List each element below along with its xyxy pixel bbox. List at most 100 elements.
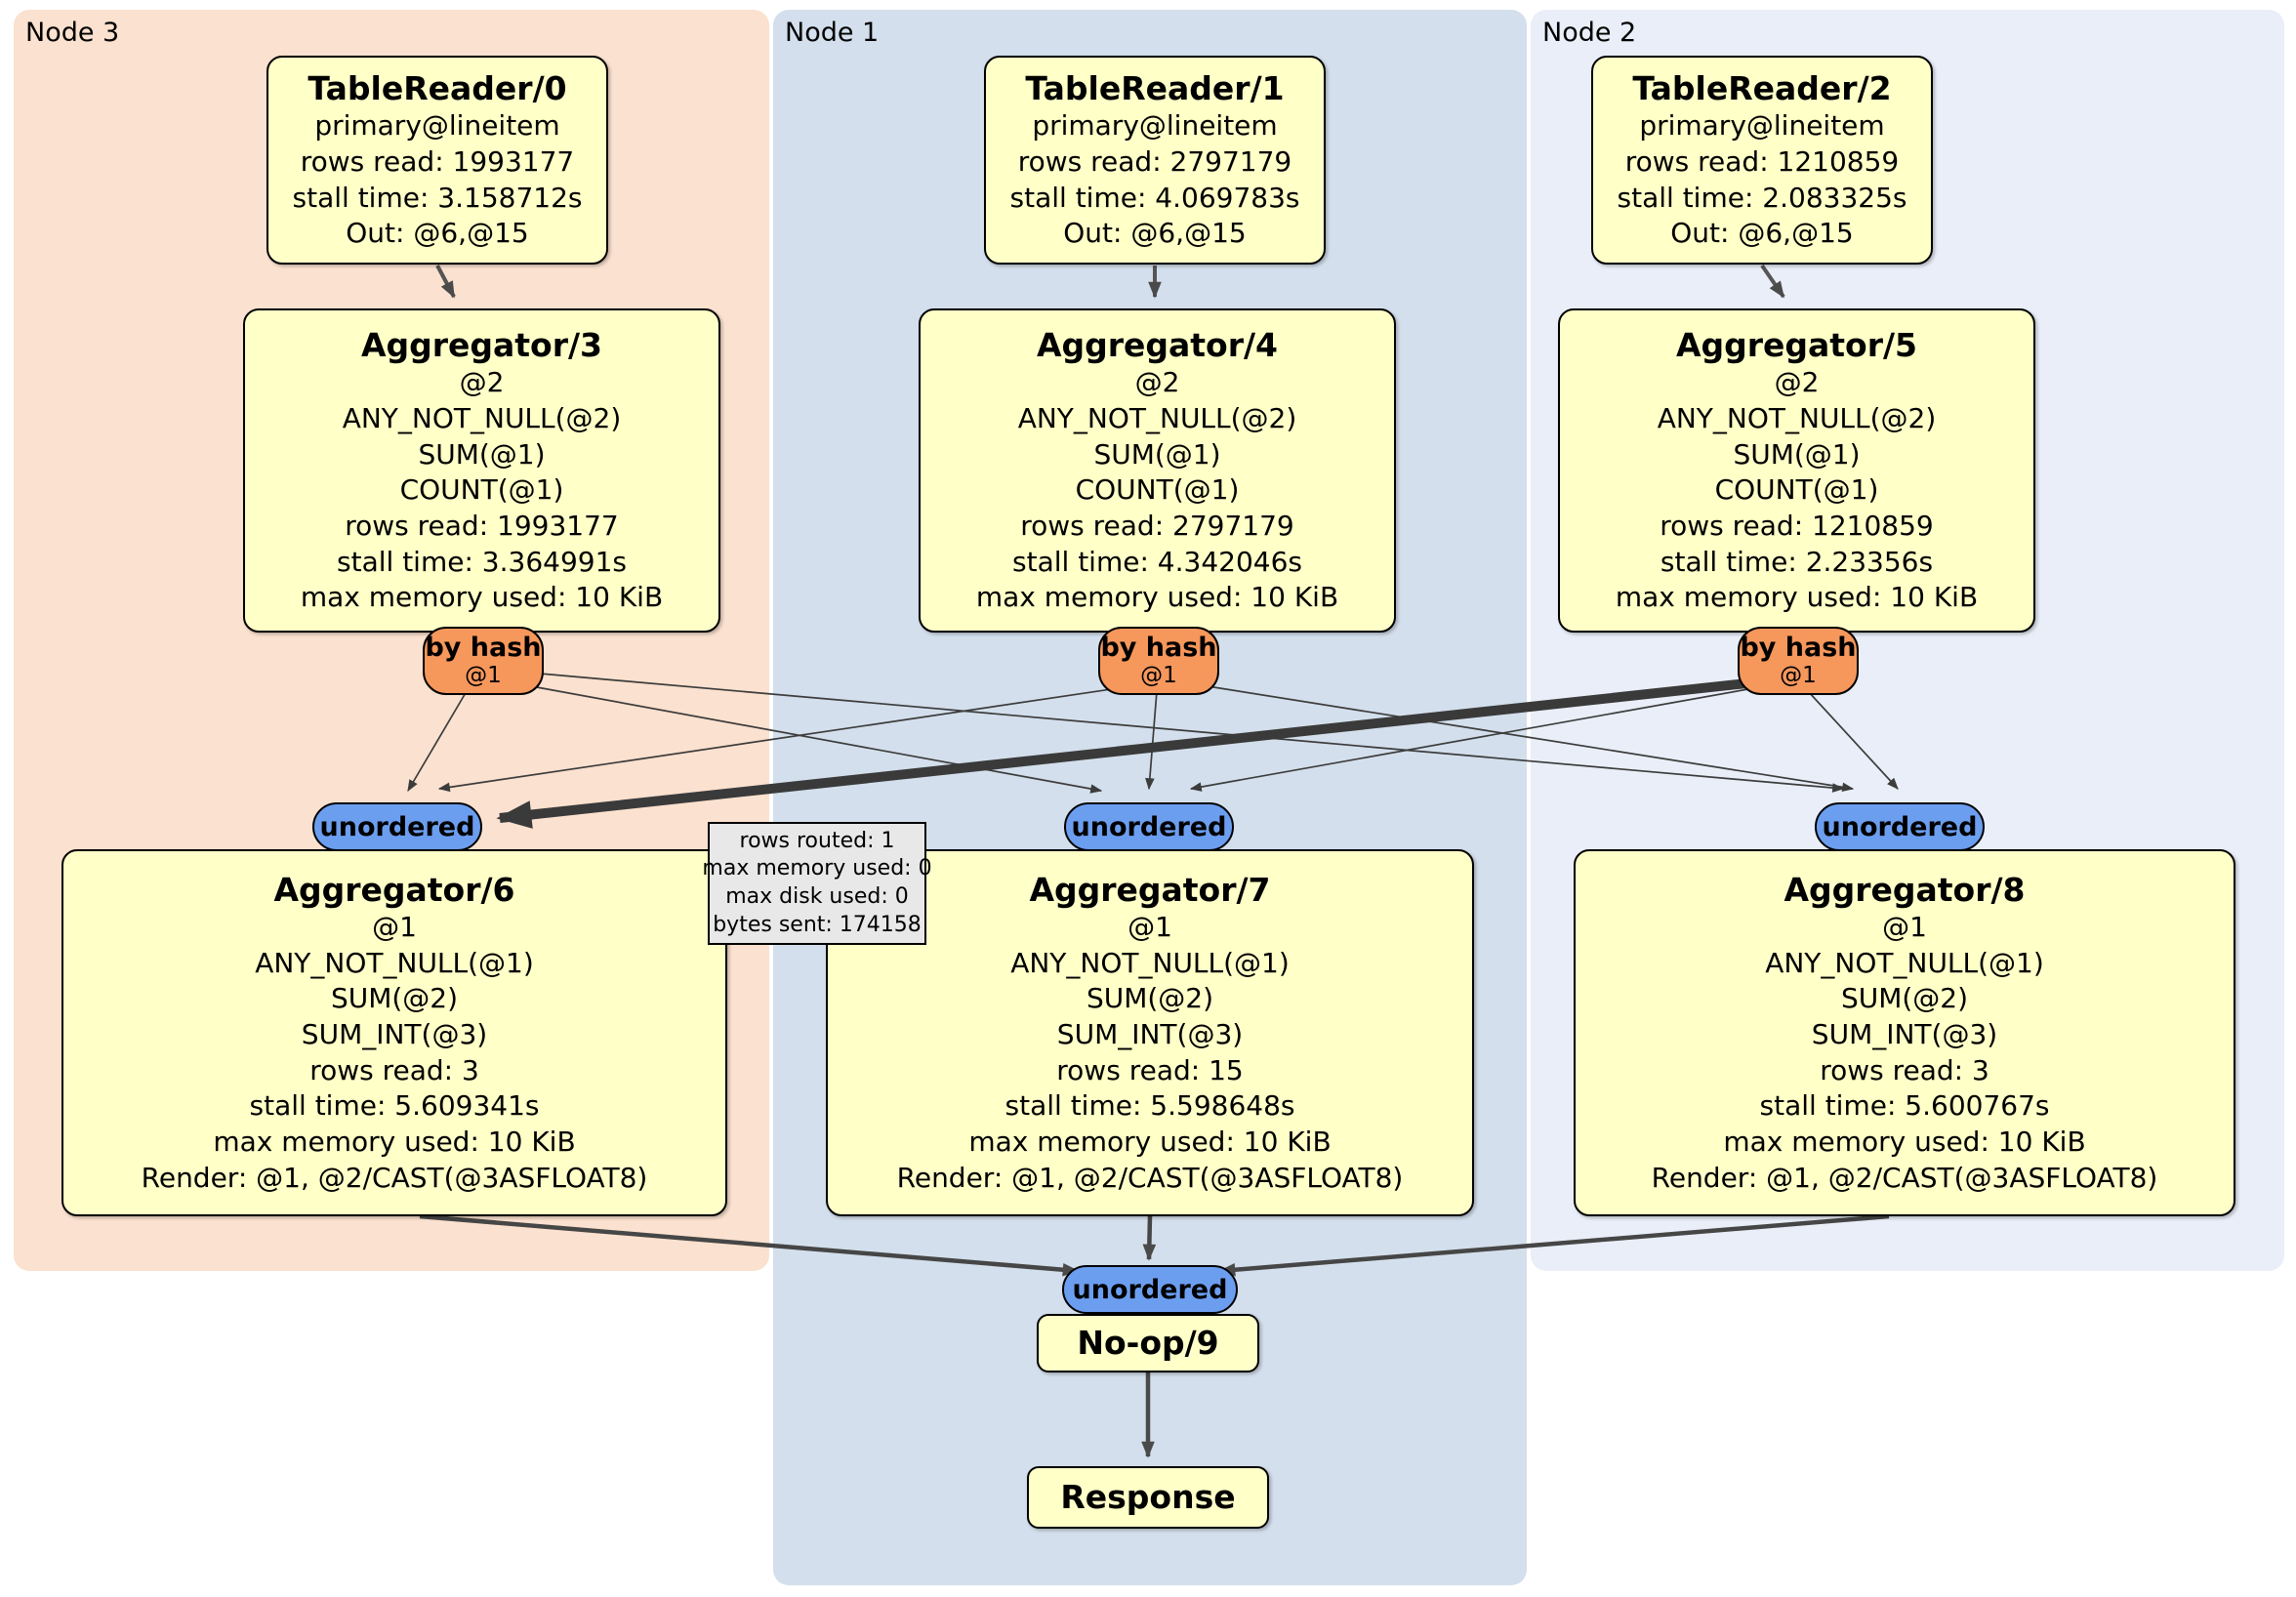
- edge-tr0-agg3[interactable]: [435, 265, 456, 299]
- by-hash-router-5[interactable]: by hash @1: [1738, 627, 1859, 695]
- box-title: Aggregator/7: [1029, 870, 1271, 909]
- noop-9-box[interactable]: No-op/9: [1037, 1314, 1259, 1372]
- box-stat-line: SUM(@2): [1840, 982, 1969, 1015]
- edge-agg8-sync9[interactable]: [1218, 1213, 1890, 1277]
- box-stat-line: max memory used: 10 KiB: [968, 1125, 1332, 1158]
- box-stat-line: rows read: 1210859: [1624, 144, 1900, 178]
- unordered-sync-9[interactable]: unordered: [1062, 1265, 1238, 1314]
- box-stat-line: rows read: 1993177: [345, 509, 619, 542]
- edge-hash3-sync6[interactable]: [407, 690, 468, 793]
- box-stat-line: COUNT(@1): [399, 473, 564, 507]
- box-stat-line: SUM(@2): [1086, 982, 1214, 1015]
- box-stat-line: rows read: 3: [309, 1053, 479, 1086]
- box-stat-line: rows read: 2797179: [1020, 509, 1294, 542]
- node1-region-label: Node 1: [785, 18, 880, 48]
- box-stat-line: max memory used: 10 KiB: [1615, 581, 1979, 614]
- edge-hash4-sync8[interactable]: [1188, 682, 1855, 793]
- box-stat-line: SUM_INT(@3): [1811, 1017, 1998, 1050]
- box-stat-line: stall time: 5.598648s: [1004, 1089, 1295, 1123]
- box-stat-line: stall time: 2.23356s: [1660, 545, 1934, 578]
- response-box[interactable]: Response: [1027, 1466, 1269, 1529]
- sync-label: unordered: [1072, 1274, 1228, 1305]
- box-stat-line: max memory used: 10 KiB: [1723, 1125, 2086, 1158]
- box-title: TableReader/2: [1632, 69, 1892, 108]
- edge-hash4-sync6[interactable]: [437, 686, 1126, 793]
- aggregator-4-box[interactable]: Aggregator/4 @2 ANY_NOT_NULL(@2) SUM(@1)…: [919, 308, 1396, 633]
- aggregator-8-box[interactable]: Aggregator/8 @1 ANY_NOT_NULL(@1) SUM(@2)…: [1574, 849, 2235, 1216]
- tablereader-1-box[interactable]: TableReader/1 primary@lineitem rows read…: [984, 56, 1326, 265]
- tooltip-line: max disk used: 0: [725, 884, 909, 909]
- box-stat-line: primary@lineitem: [314, 109, 560, 143]
- box-stat-line: ANY_NOT_NULL(@2): [1017, 401, 1297, 434]
- edge-hash5-sync8[interactable]: [1807, 690, 1899, 790]
- box-stat-line: SUM(@1): [418, 437, 546, 471]
- aggregator-6-box[interactable]: Aggregator/6 @1 ANY_NOT_NULL(@1) SUM(@2)…: [62, 849, 727, 1216]
- edge-agg6-sync9[interactable]: [419, 1213, 1080, 1277]
- tooltip-line: max memory used: 0: [702, 856, 932, 881]
- box-stat-line: stall time: 2.083325s: [1617, 181, 1907, 214]
- box-stat-line: @2: [1134, 366, 1180, 399]
- node2-region-label: Node 2: [1542, 18, 1637, 48]
- box-stat-line: SUM(@1): [1733, 437, 1861, 471]
- router-label: by hash: [1740, 632, 1857, 663]
- edge-hash4-sync7[interactable]: [1145, 690, 1158, 791]
- box-stat-line: SUM_INT(@3): [1056, 1017, 1244, 1050]
- sync-label: unordered: [319, 811, 475, 842]
- box-title: Response: [1060, 1478, 1236, 1517]
- router-hash-column: @1: [465, 662, 502, 688]
- box-stat-line: rows read: 1993177: [300, 144, 575, 178]
- edge-hash3-sync7[interactable]: [514, 682, 1103, 794]
- by-hash-router-3[interactable]: by hash @1: [423, 627, 544, 695]
- box-title: Aggregator/4: [1036, 326, 1279, 365]
- box-stat-line: Out: @6,@15: [346, 217, 529, 250]
- unordered-sync-8[interactable]: unordered: [1815, 802, 1985, 851]
- edge-hash5-sync6-heavy[interactable]: [496, 676, 1766, 829]
- box-stat-line: @2: [1774, 366, 1820, 399]
- aggregator-5-box[interactable]: Aggregator/5 @2 ANY_NOT_NULL(@2) SUM(@1)…: [1558, 308, 2035, 633]
- box-stat-line: stall time: 5.609341s: [249, 1089, 540, 1123]
- box-stat-line: stall time: 3.364991s: [337, 545, 627, 578]
- aggregator-3-box[interactable]: Aggregator/3 @2 ANY_NOT_NULL(@2) SUM(@1)…: [243, 308, 720, 633]
- by-hash-router-4[interactable]: by hash @1: [1098, 627, 1219, 695]
- unordered-sync-6[interactable]: unordered: [312, 802, 482, 851]
- box-title: No-op/9: [1077, 1324, 1219, 1363]
- router-hash-column: @1: [1780, 662, 1817, 688]
- router-label: by hash: [425, 632, 542, 663]
- unordered-sync-7[interactable]: unordered: [1064, 802, 1234, 851]
- node3-region-label: Node 3: [25, 18, 120, 48]
- tooltip-line: bytes sent: 174158: [713, 912, 922, 937]
- aggregator-7-box[interactable]: Aggregator/7 @1 ANY_NOT_NULL(@1) SUM(@2)…: [826, 849, 1474, 1216]
- box-stat-line: Render: @1, @2/CAST(@3ASFLOAT8): [141, 1161, 648, 1194]
- edge-stats-tooltip: rows routed: 1 max memory used: 0 max di…: [702, 822, 932, 945]
- box-stat-line: rows read: 3: [1820, 1053, 1989, 1086]
- router-hash-column: @1: [1140, 662, 1177, 688]
- sync-label: unordered: [1822, 811, 1978, 842]
- box-stat-line: @1: [1882, 910, 1927, 943]
- box-stat-line: Render: @1, @2/CAST(@3ASFLOAT8): [896, 1161, 1404, 1194]
- tablereader-2-box[interactable]: TableReader/2 primary@lineitem rows read…: [1591, 56, 1933, 265]
- box-stat-line: max memory used: 10 KiB: [213, 1125, 576, 1158]
- box-stat-line: SUM_INT(@3): [301, 1017, 488, 1050]
- box-stat-line: stall time: 5.600767s: [1759, 1089, 2050, 1123]
- box-stat-line: max memory used: 10 KiB: [300, 581, 664, 614]
- edge-hash3-sync8[interactable]: [539, 673, 1845, 793]
- tablereader-0-box[interactable]: TableReader/0 primary@lineitem rows read…: [266, 56, 608, 265]
- box-title: Aggregator/6: [273, 870, 515, 909]
- box-stat-line: Out: @6,@15: [1670, 217, 1854, 250]
- box-stat-line: rows read: 1210859: [1660, 509, 1934, 542]
- box-stat-line: stall time: 3.158712s: [292, 181, 583, 214]
- box-title: Aggregator/8: [1784, 870, 2026, 909]
- box-stat-line: max memory used: 10 KiB: [975, 581, 1339, 614]
- box-stat-line: SUM(@2): [330, 982, 459, 1015]
- edge-agg7-sync9[interactable]: [1142, 1215, 1157, 1261]
- edge-tr2-agg5[interactable]: [1760, 264, 1785, 299]
- router-label: by hash: [1100, 632, 1217, 663]
- box-stat-line: ANY_NOT_NULL(@1): [1765, 946, 2044, 979]
- box-stat-line: stall time: 4.069783s: [1009, 181, 1300, 214]
- box-stat-line: ANY_NOT_NULL(@1): [255, 946, 534, 979]
- box-stat-line: rows read: 2797179: [1017, 144, 1292, 178]
- box-stat-line: stall time: 4.342046s: [1012, 545, 1302, 578]
- box-title: TableReader/1: [1025, 69, 1285, 108]
- edge-hash5-sync7[interactable]: [1189, 686, 1760, 792]
